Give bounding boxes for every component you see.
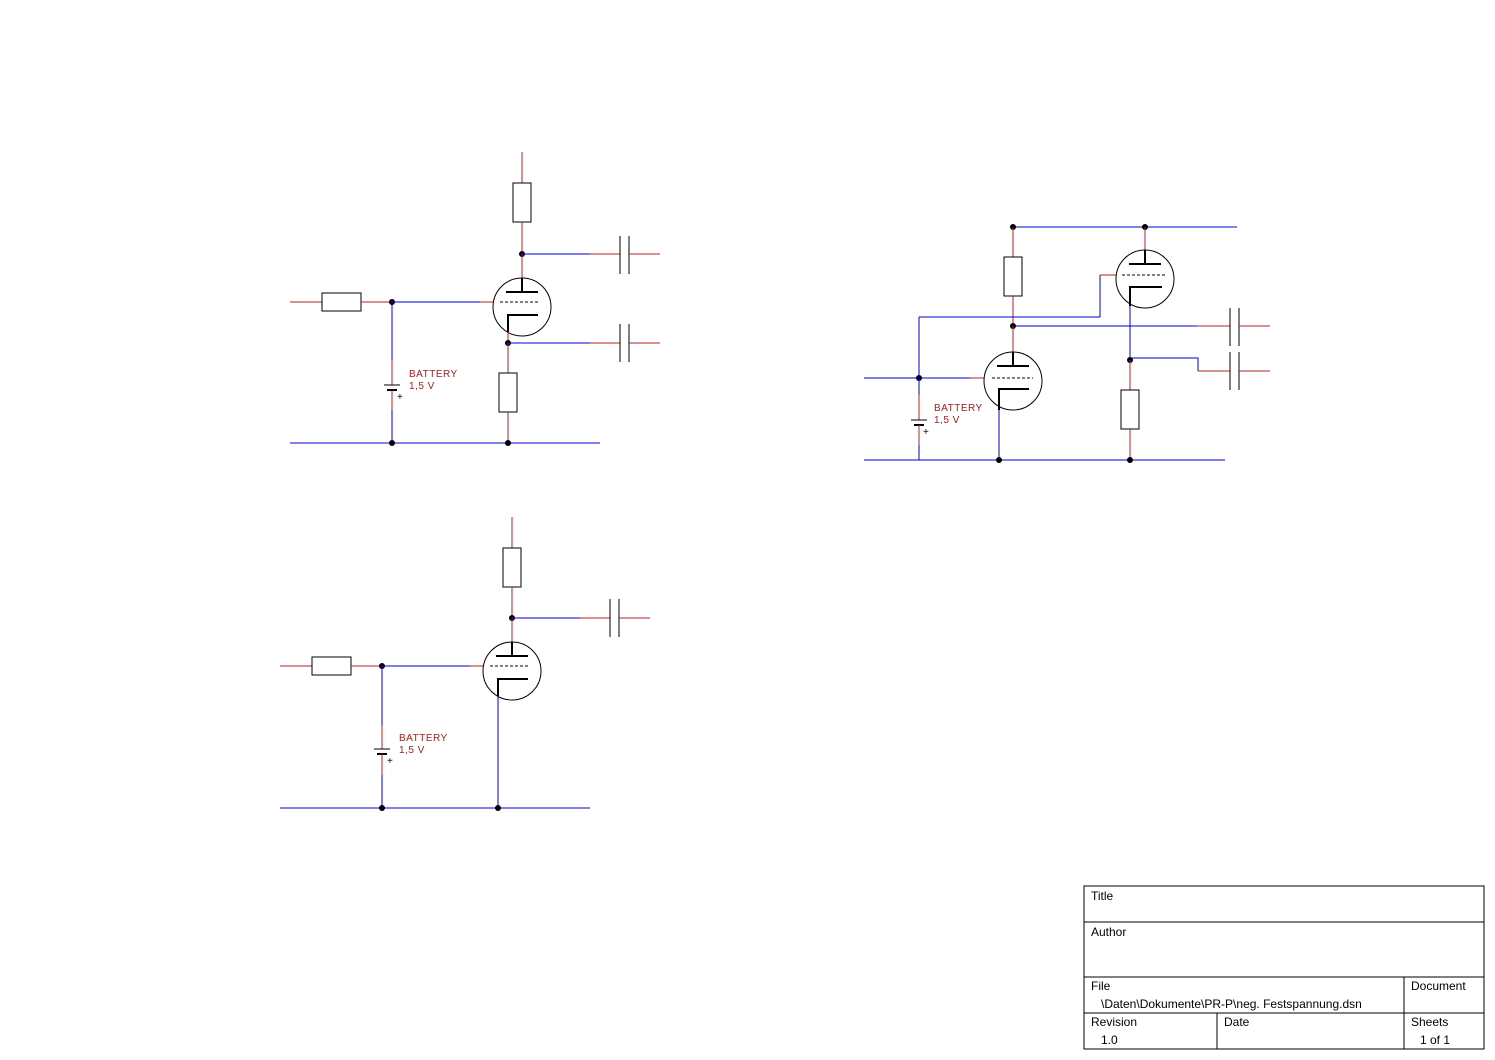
junction-dot [379, 805, 385, 811]
tube-cathode [497, 678, 528, 696]
battery-plus-sign: + [387, 756, 393, 767]
tube-cathode [998, 388, 1029, 410]
date-label: Date [1224, 1015, 1250, 1029]
anode-resistor[interactable] [1003, 256, 1023, 297]
battery-label: BATTERY [934, 403, 983, 414]
battery-plus-sign: + [923, 427, 929, 438]
file-label: File [1091, 979, 1111, 993]
revision-value[interactable]: 1.0 [1101, 1033, 1118, 1047]
junction-dot [505, 440, 511, 446]
tube-cathode [507, 314, 538, 332]
circuit-2: + BATTERY 1,5 V [280, 517, 650, 811]
title-label: Title [1091, 889, 1114, 903]
battery-voltage-label: 1,5 V [399, 745, 425, 756]
grid-resistor[interactable] [321, 292, 362, 312]
title-block-frame [1083, 885, 1485, 1050]
junction-dot [996, 457, 1002, 463]
revision-label: Revision [1091, 1015, 1137, 1029]
battery-plus-sign: + [397, 392, 403, 403]
junction-dot [389, 440, 395, 446]
sheets-value[interactable]: 1 of 1 [1420, 1033, 1450, 1047]
circuit-3: + BATTERY 1,5 V [864, 224, 1270, 463]
junction-dot [495, 805, 501, 811]
anode-resistor[interactable] [502, 547, 522, 588]
document-label: Document [1411, 979, 1466, 993]
junction-dot [1127, 457, 1133, 463]
sheets-label: Sheets [1411, 1015, 1448, 1029]
title-block: Title Author File \Daten\Dokumente\PR-P\… [1083, 885, 1485, 1050]
file-value[interactable]: \Daten\Dokumente\PR-P\neg. Festspannung.… [1101, 997, 1362, 1011]
battery-voltage-label: 1,5 V [934, 415, 960, 426]
cathode-resistor[interactable] [498, 372, 518, 413]
tube-cathode [1129, 286, 1162, 306]
circuit-1: + BATTERY 1,5 V [290, 152, 660, 446]
output-wire [1130, 357, 1199, 371]
battery-voltage-label: 1,5 V [409, 381, 435, 392]
cathode-resistor[interactable] [1120, 389, 1140, 430]
battery-label: BATTERY [399, 733, 448, 744]
anode-resistor[interactable] [512, 182, 532, 223]
author-label: Author [1091, 925, 1126, 939]
battery-label: BATTERY [409, 369, 458, 380]
grid-resistor[interactable] [311, 656, 352, 676]
